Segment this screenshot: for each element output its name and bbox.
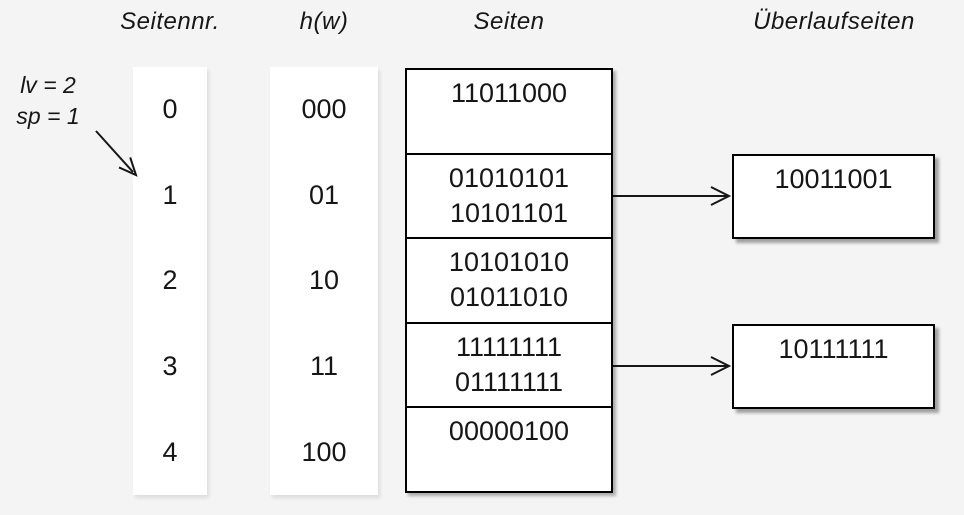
bucket-entry: 10101010 xyxy=(448,247,570,278)
overflow-entry: 10011001 xyxy=(774,164,893,194)
page-number-column: 0 1 2 3 4 xyxy=(133,67,207,495)
bucket-entry: 01010101 xyxy=(448,162,570,193)
bucket-entry: 01011010 xyxy=(449,282,569,313)
page-number: 1 xyxy=(162,179,178,210)
overflow-arrow-bucket-3 xyxy=(613,356,732,376)
bucket-entry: 11111111 xyxy=(455,331,563,362)
page-number: 0 xyxy=(162,94,178,125)
bucket-entry: 00000100 xyxy=(448,416,570,447)
hash-value-column: 000 01 10 11 100 xyxy=(270,67,378,495)
page-bucket-2: 10101010 01011010 xyxy=(407,239,611,324)
overflow-entry: 10111111 xyxy=(778,334,889,364)
page-bucket-0: 11011000 xyxy=(407,70,611,155)
hash-value: 100 xyxy=(301,436,347,467)
bucket-entry: 10101101 xyxy=(449,197,569,228)
column-header-ueberlaufseiten: Überlaufseiten xyxy=(753,8,915,35)
bucket-entry: 11011000 xyxy=(450,78,568,108)
hash-value: 000 xyxy=(301,94,347,125)
hash-value: 11 xyxy=(309,351,339,382)
split-pointer-value: sp = 1 xyxy=(16,103,80,129)
bucket-entry: 01111111 xyxy=(454,366,564,397)
page-number: 2 xyxy=(162,265,178,296)
primary-pages-box: 11011000 01010101 10101101 10101010 0101… xyxy=(405,68,613,493)
page-bucket-4: 00000100 xyxy=(407,408,611,491)
overflow-arrow-bucket-1 xyxy=(613,186,732,206)
state-annotation: lv = 2 sp = 1 xyxy=(8,70,88,132)
page-bucket-1: 01010101 10101101 xyxy=(407,155,611,240)
column-header-seiten: Seiten xyxy=(473,8,545,35)
page-number: 4 xyxy=(162,436,178,467)
hash-value: 10 xyxy=(308,265,340,296)
column-header-seitennr: Seitennr. xyxy=(120,8,220,35)
column-header-hw: h(w) xyxy=(299,8,349,35)
hash-value: 01 xyxy=(308,179,340,210)
overflow-page-bucket-1: 10011001 xyxy=(732,154,935,239)
page-bucket-3: 11111111 01111111 xyxy=(407,324,611,409)
split-pointer-arrow xyxy=(95,130,138,177)
page-number: 3 xyxy=(162,351,178,382)
overflow-page-bucket-3: 10111111 xyxy=(732,324,935,409)
level-value: lv = 2 xyxy=(20,72,76,98)
